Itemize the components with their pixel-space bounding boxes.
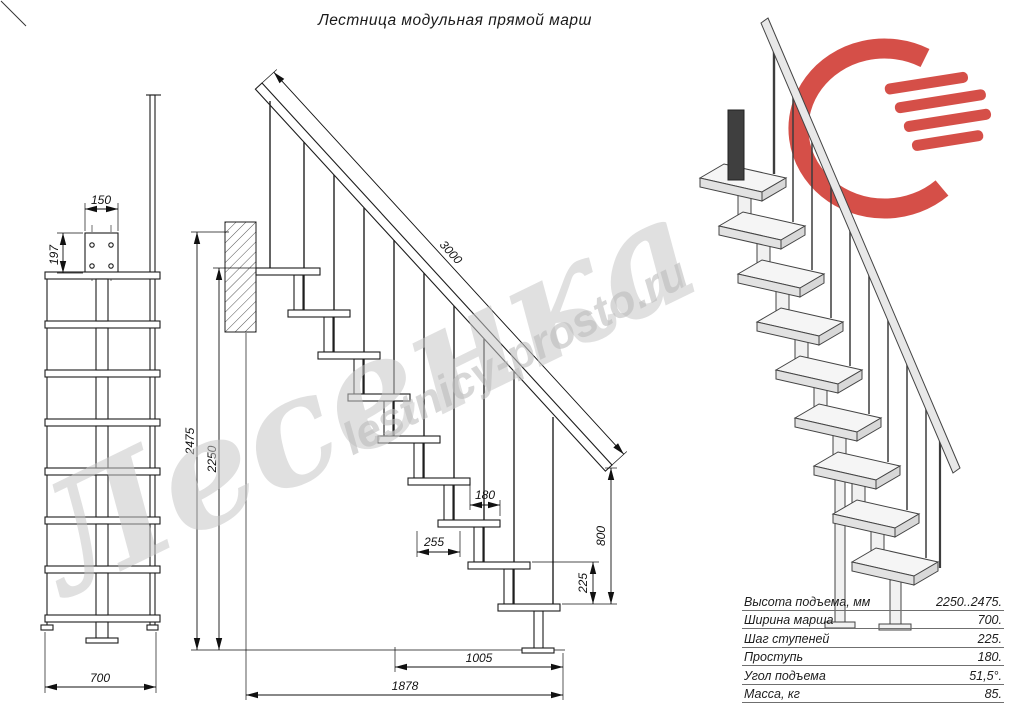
iso-view-drawing — [698, 17, 992, 631]
dim-label-180: 180 — [475, 488, 495, 502]
iso-wall-bracket — [727, 109, 745, 181]
dim-module-length: 255 — [416, 531, 461, 557]
tread — [793, 403, 883, 442]
spec-label: Шаг ступеней — [744, 631, 830, 646]
dim-run-lower: 1005 — [394, 647, 564, 672]
front-handrail-post — [146, 94, 161, 626]
front-stringer-modules — [40, 278, 159, 644]
spec-value: 225. — [977, 631, 1002, 646]
dim-height-floor: 2250 — [205, 267, 256, 650]
dim-label-150: 150 — [91, 193, 111, 207]
dim-rail-height: 800 — [562, 467, 617, 605]
table-row: Шаг ступеней 225. — [742, 629, 1004, 648]
dim-label-2250: 2250 — [205, 445, 219, 473]
dim-plate-width: 150 — [84, 193, 119, 231]
brand-swoosh-logo — [788, 38, 992, 219]
dim-plate-height: 197 — [47, 232, 83, 274]
page-title: Лестница модульная прямой марш — [318, 12, 592, 29]
side-view-drawing: 3000 2475 2250 800 225 180 — [183, 69, 628, 700]
dim-height-max: 2475 — [183, 231, 229, 650]
tread — [812, 451, 902, 490]
spec-table: Высота подъема, мм 2250..2475. Ширина ма… — [742, 592, 1004, 703]
spec-value: 180. — [977, 650, 1002, 664]
dim-label-700: 700 — [90, 671, 110, 685]
tread — [831, 499, 921, 538]
dim-label-225: 225 — [576, 573, 590, 594]
iso-handrail — [760, 17, 961, 474]
tread — [755, 307, 845, 346]
dim-label-197: 197 — [47, 244, 61, 265]
spec-label: Масса, кг — [744, 687, 800, 701]
tread — [717, 211, 807, 250]
tread — [850, 547, 940, 586]
front-view-drawing: 150 197 700 — [40, 94, 161, 693]
dim-tread-depth: 180 — [469, 482, 501, 516]
iso-treads — [698, 163, 940, 586]
table-row: Масса, кг 85. — [742, 685, 1004, 703]
spec-value: 2250..2475. — [935, 594, 1002, 609]
dim-stringer-length: 3000 — [261, 69, 628, 466]
dim-label-3000: 3000 — [437, 238, 466, 267]
dim-march-width: 700 — [44, 632, 157, 693]
tread — [774, 355, 864, 394]
dim-run-total: 1878 — [245, 333, 564, 700]
spec-value: 700. — [977, 613, 1002, 627]
spec-label: Ширина марша — [744, 613, 834, 627]
side-handrail — [254, 82, 613, 604]
spec-value: 51,5°. — [969, 668, 1002, 683]
dim-label-255: 255 — [423, 535, 444, 549]
iso-supports — [824, 473, 912, 631]
iso-balusters — [772, 34, 942, 568]
spec-label: Проступь — [744, 650, 804, 664]
spec-value: 85. — [984, 687, 1002, 701]
spec-label: Угол подъема — [744, 668, 826, 683]
corner-mark — [0, 0, 27, 27]
spec-label: Высота подъема, мм — [744, 594, 871, 609]
table-row: Высота подъема, мм 2250..2475. — [742, 592, 1004, 611]
table-row: Ширина марша 700. — [742, 611, 1004, 629]
dim-label-2475: 2475 — [183, 427, 197, 455]
tread — [736, 259, 826, 298]
table-row: Угол подъема 51,5°. — [742, 666, 1004, 685]
table-row: Проступь 180. — [742, 648, 1004, 666]
dim-label-1878: 1878 — [392, 679, 419, 693]
wall-hatch — [224, 221, 257, 333]
dim-label-1005: 1005 — [466, 651, 493, 665]
dim-step-rise: 225 — [532, 561, 599, 604]
dim-label-800: 800 — [594, 526, 608, 546]
front-wall-plate — [84, 225, 119, 281]
